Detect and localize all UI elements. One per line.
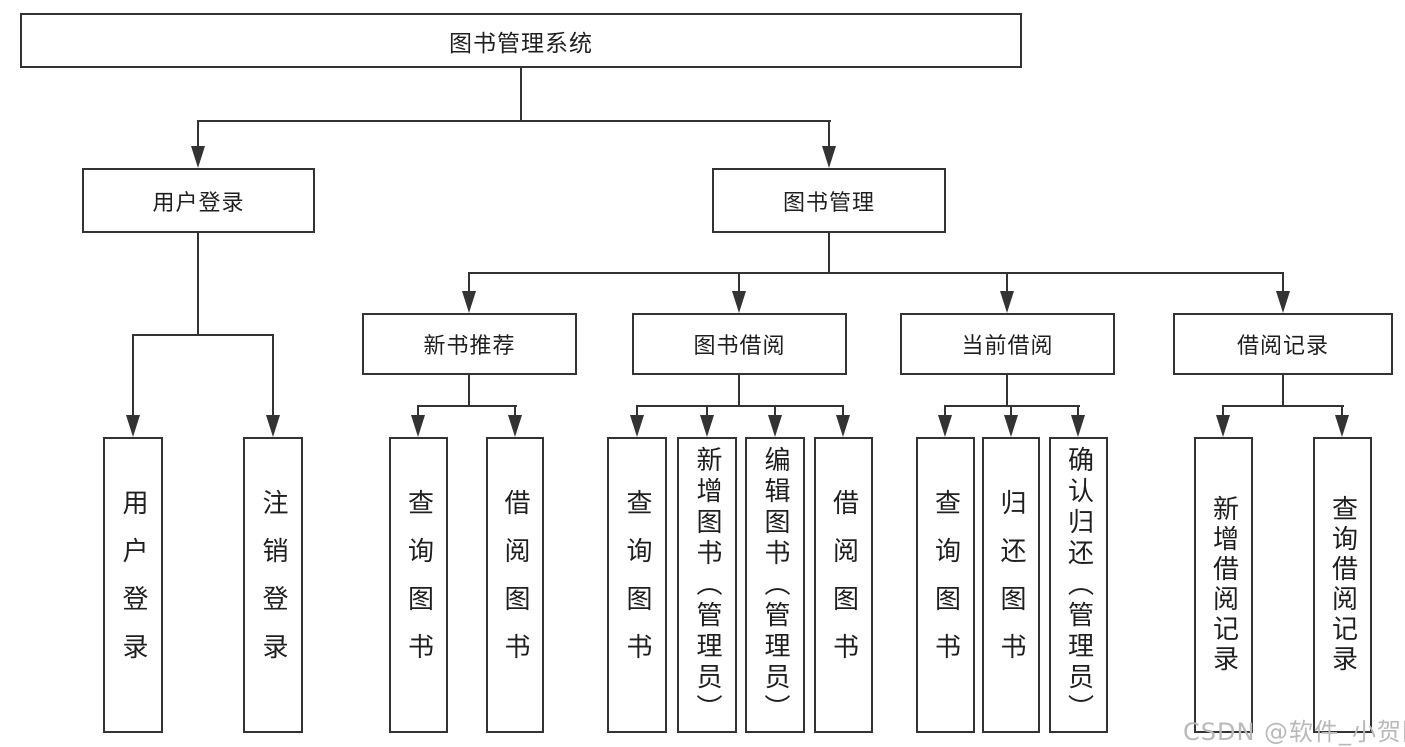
connector — [1010, 405, 1012, 419]
node-label: 借阅记录 — [1236, 334, 1329, 359]
arrow-down-icon — [266, 415, 280, 437]
connector — [738, 375, 740, 407]
connector — [706, 405, 708, 419]
arrow-down-icon — [1276, 291, 1290, 313]
connector — [1223, 405, 1344, 407]
arrow-down-icon — [1000, 291, 1014, 313]
connector — [1077, 405, 1079, 419]
node-label: 新增图书（管理员） — [692, 445, 722, 725]
node-label: 归还图书 — [996, 489, 1026, 681]
node-current-borrowing: 当前借阅 — [900, 313, 1115, 375]
node-borrow-books: 借阅图书 — [814, 437, 873, 733]
node-label: 借阅图书 — [500, 489, 530, 681]
connector — [514, 405, 516, 419]
node-confirm-return-admin: 确认归还（管理员） — [1049, 437, 1108, 733]
node-label: 确认归还（管理员） — [1063, 445, 1094, 725]
connector — [1222, 405, 1224, 419]
arrow-down-icon — [462, 291, 476, 313]
connector — [1282, 375, 1284, 407]
node-label: 注销登录 — [258, 489, 288, 681]
connector — [945, 405, 1080, 407]
connector — [418, 405, 517, 407]
node-add-books-admin: 新增图书（管理员） — [677, 437, 737, 733]
node-label: 查询图书 — [930, 489, 961, 681]
node-label: 新书推荐 — [423, 334, 516, 359]
connector — [636, 405, 638, 419]
arrow-down-icon — [630, 415, 644, 437]
arrow-down-icon — [1216, 415, 1230, 437]
connector — [272, 334, 274, 418]
connector — [197, 120, 831, 122]
node-label: 用户登录 — [118, 489, 148, 681]
connector — [197, 233, 199, 336]
connector — [417, 405, 419, 419]
node-label: 新增借阅记录 — [1208, 495, 1239, 675]
node-borrow-records: 借阅记录 — [1173, 313, 1393, 375]
node-query-books-recommend: 查询图书 — [389, 437, 448, 733]
arrow-down-icon — [938, 415, 952, 437]
connector — [944, 405, 946, 419]
node-label: 图书借阅 — [693, 334, 786, 359]
arrow-down-icon — [411, 415, 425, 437]
node-user-login-action: 用户登录 — [103, 437, 163, 733]
node-return-books: 归还图书 — [982, 437, 1040, 733]
connector — [520, 68, 522, 121]
node-label: 图书管理系统 — [449, 30, 593, 57]
node-label: 查询图书 — [403, 489, 434, 681]
node-label: 图书管理 — [782, 190, 875, 216]
arrow-down-icon — [836, 415, 850, 437]
connector — [842, 405, 844, 419]
connector — [197, 120, 199, 150]
node-label: 借阅图书 — [828, 489, 859, 681]
connector — [468, 272, 1284, 274]
node-user-login: 用户登录 — [82, 168, 315, 233]
connector — [828, 233, 830, 274]
node-book-management: 图书管理 — [712, 168, 946, 233]
arrow-down-icon — [822, 146, 836, 168]
connector — [1341, 405, 1343, 419]
connector — [828, 120, 830, 150]
arrow-down-icon — [191, 146, 205, 168]
node-label: 编辑图书（管理员） — [760, 445, 790, 725]
connector — [774, 405, 776, 419]
arrow-down-icon — [508, 415, 522, 437]
connector — [132, 334, 274, 336]
connector — [468, 272, 470, 295]
node-query-books-current: 查询图书 — [916, 437, 975, 733]
arrow-down-icon — [1335, 415, 1349, 437]
connector — [636, 405, 844, 407]
connector — [1006, 272, 1008, 295]
node-borrow-books-recommend: 借阅图书 — [486, 437, 544, 733]
arrow-down-icon — [732, 291, 746, 313]
node-query-books-borrow: 查询图书 — [607, 437, 667, 733]
arrow-down-icon — [768, 415, 782, 437]
arrow-down-icon — [126, 415, 140, 437]
node-label: 查询图书 — [622, 489, 652, 681]
node-query-borrow-record: 查询借阅记录 — [1313, 437, 1372, 733]
connector — [468, 375, 470, 407]
node-book-borrowing: 图书借阅 — [632, 313, 847, 375]
node-label: 查询借阅记录 — [1327, 495, 1358, 675]
arrow-down-icon — [1004, 415, 1018, 437]
node-label: 当前借阅 — [961, 334, 1054, 359]
csdn-watermark: CSDN @软件_小贺同学 — [1183, 718, 1405, 746]
node-label: 用户登录 — [152, 190, 245, 216]
node-add-borrow-record: 新增借阅记录 — [1194, 437, 1253, 733]
node-logout: 注销登录 — [243, 437, 303, 733]
connector — [1282, 272, 1284, 295]
arrow-down-icon — [1071, 415, 1085, 437]
node-edit-books-admin: 编辑图书（管理员） — [745, 437, 805, 733]
node-new-book-recommend: 新书推荐 — [362, 313, 577, 375]
node-library-system: 图书管理系统 — [20, 13, 1022, 68]
connector — [1006, 375, 1008, 407]
arrow-down-icon — [700, 415, 714, 437]
connector — [132, 334, 134, 418]
connector — [738, 272, 740, 295]
